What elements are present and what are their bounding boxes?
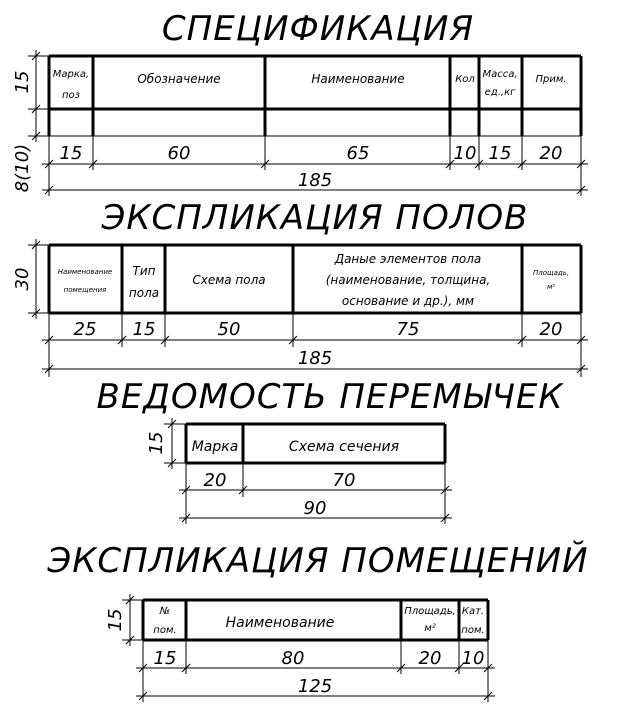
lintels-header-mark: Марка (192, 439, 239, 455)
floors-header-data-line3: основание и др.), мм (342, 294, 474, 308)
floors-dimensions: 25 15 50 75 20 185 30 (12, 239, 588, 377)
floors-table (47, 243, 583, 315)
floors-header-room-line2: помещения (64, 286, 107, 294)
spec-table (47, 54, 583, 137)
lintels-headers: Марка Схема сечения (192, 439, 399, 455)
lintels-width-2: 70 (333, 470, 356, 491)
spec-headers: Марка, поз Обозначение Наименование Кол … (53, 69, 567, 101)
lintels-total-width: 90 (304, 498, 327, 519)
spec-width-4: 10 (454, 143, 477, 164)
spec-header-mass-line2: ед.,кг (485, 87, 516, 98)
rooms-width-3: 20 (419, 648, 442, 669)
spec-title: СПЕЦИФИКАЦИЯ (162, 9, 474, 49)
rooms-header-cat-line1: Кат. (462, 606, 484, 617)
rooms-header-name: Наименование (226, 615, 335, 631)
lintels-title: ВЕДОМОСТЬ ПЕРЕМЫЧЕК (97, 377, 565, 417)
floors-row-height: 30 (12, 268, 33, 291)
spec-width-1: 15 (60, 143, 83, 164)
rooms-header-cat-line2: пом. (461, 625, 484, 636)
floors-width-5: 20 (540, 319, 563, 340)
rooms-header-number-line2: пом. (153, 625, 176, 636)
spec-width-2: 60 (168, 143, 191, 164)
spec-row2-height: 8(10) (12, 144, 33, 192)
spec-header-name: Наименование (311, 72, 404, 86)
spec-dimensions: 15 60 65 10 15 20 185 15 8(10) (12, 50, 588, 196)
floors-width-3: 50 (218, 319, 241, 340)
spec-width-5: 15 (489, 143, 512, 164)
lintels-table (184, 422, 447, 465)
floors-width-1: 25 (74, 319, 97, 340)
floors-total-width: 185 (298, 348, 332, 369)
rooms-header-area-line1: Площадь, (404, 606, 456, 617)
spec-header-mark-line1: Марка, (53, 69, 89, 80)
rooms-table (141, 598, 490, 642)
floors-title: ЭКСПЛИКАЦИЯ ПОЛОВ (101, 198, 529, 238)
floors-header-room-line1: Наименование (58, 268, 112, 276)
floors-width-4: 75 (397, 319, 420, 340)
lintels-header-section: Схема сечения (289, 439, 399, 455)
spec-header-note: Прим. (535, 74, 566, 85)
floors-header-type-line1: Тип (133, 264, 156, 278)
rooms-header-number-line1: № (159, 606, 170, 617)
spec-header-qty: Кол (455, 74, 475, 85)
spec-row-height: 15 (12, 71, 33, 94)
floors-header-type-line2: пола (129, 286, 159, 300)
spec-header-mass-line1: Масса, (482, 69, 517, 80)
rooms-width-4: 10 (462, 648, 485, 669)
spec-width-6: 20 (540, 143, 563, 164)
lintels-width-1: 20 (204, 470, 227, 491)
floors-header-area-line1: Площадь, (533, 269, 569, 277)
floors-header-data-line2: (наименование, толщина, (326, 273, 491, 287)
lintels-dimensions: 20 70 90 15 (146, 418, 452, 524)
rooms-title: ЭКСПЛИКАЦИЯ ПОМЕЩЕНИЙ (46, 540, 588, 581)
spec-header-designation: Обозначение (137, 72, 220, 86)
floors-headers: Наименование помещения Тип пола Схема по… (58, 252, 569, 308)
rooms-header-area-line2: м² (424, 623, 436, 634)
rooms-dimensions: 15 80 20 10 125 15 (105, 594, 495, 702)
spec-width-3: 65 (347, 143, 370, 164)
floors-width-2: 15 (133, 319, 156, 340)
spec-total-width: 185 (298, 170, 332, 191)
spec-header-mark-line2: поз (62, 90, 80, 101)
rooms-width-1: 15 (154, 648, 177, 669)
rooms-row-height: 15 (105, 609, 126, 632)
rooms-headers: № пом. Наименование Площадь, м² Кат. пом… (153, 606, 484, 636)
rooms-width-2: 80 (282, 648, 305, 669)
lintels-row-height: 15 (146, 432, 167, 455)
floors-header-area-line2: м² (547, 283, 555, 291)
floors-header-scheme: Схема пола (192, 273, 265, 287)
floors-header-data-line1: Даные элементов пола (334, 252, 482, 266)
rooms-total-width: 125 (298, 676, 332, 697)
